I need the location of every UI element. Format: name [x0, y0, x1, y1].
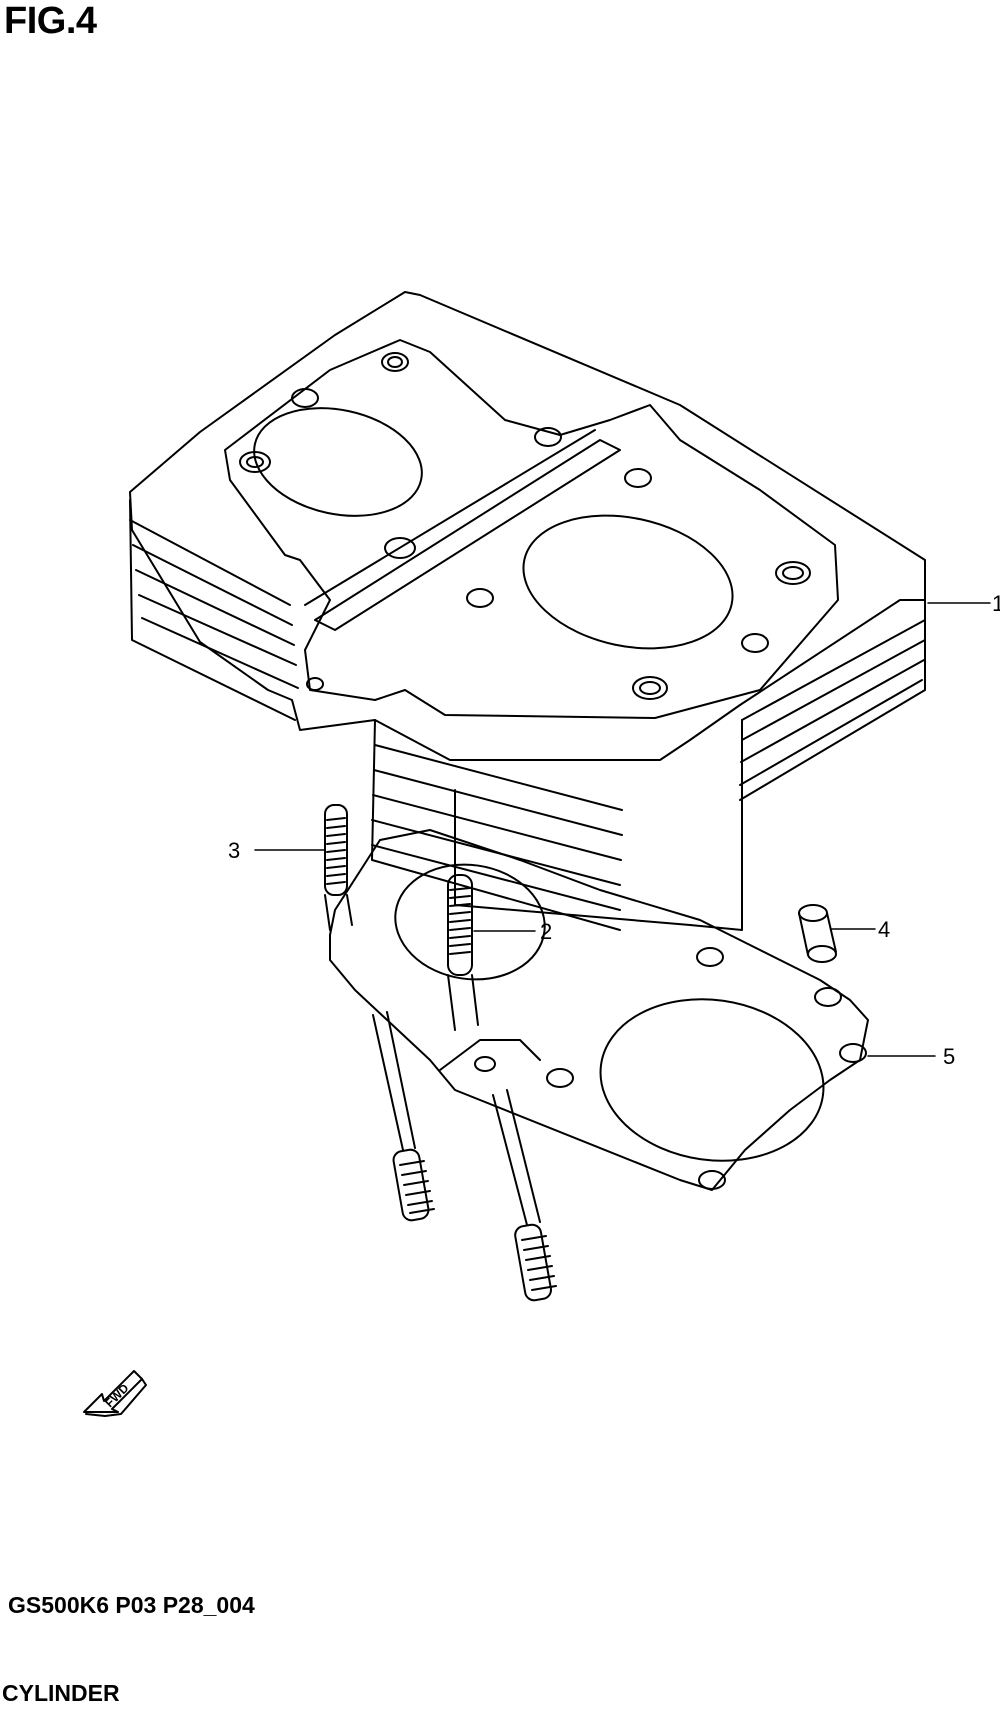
callout-number-3: 3 [228, 838, 240, 863]
forward-arrow-icon: FWD [83, 1370, 147, 1417]
section-name: CYLINDER [2, 1680, 120, 1706]
cylinder-block [129, 291, 926, 931]
callout-number-1: 1 [992, 591, 1000, 616]
callout-number-4: 4 [878, 917, 890, 942]
dowel-pin-4 [798, 904, 837, 963]
stud-bolt-2 [447, 874, 557, 1302]
figure-label: FIG.4 [4, 0, 97, 42]
callout-number-2: 2 [540, 919, 552, 944]
base-gasket [329, 829, 869, 1191]
callout-number-5: 5 [943, 1044, 955, 1069]
model-code: GS500K6 P03 P28_004 [8, 1592, 255, 1618]
